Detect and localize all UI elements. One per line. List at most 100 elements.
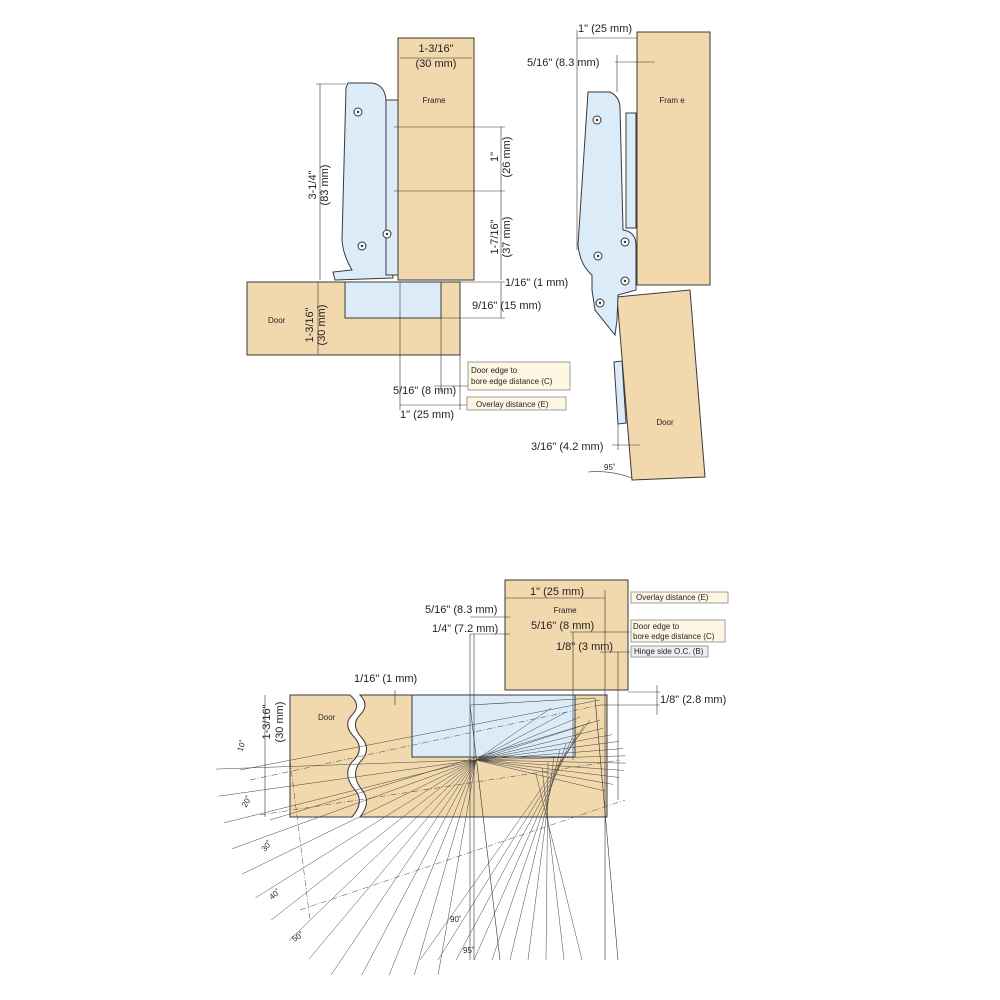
swing-path-line: [419, 719, 591, 961]
door-outline-open: [594, 697, 619, 961]
hole-spacing-mm: (26 mm): [501, 137, 513, 178]
diagram-top-right: 1" (25 mm) 5/16" (8.3 mm) Fram e Door 3/…: [527, 23, 711, 481]
frame-panel: [636, 31, 711, 286]
hinge-cup: [344, 281, 442, 319]
swing-path-line: [255, 759, 477, 898]
frame-label: Frame: [422, 96, 446, 105]
hinge-arm: [332, 82, 394, 281]
swing-path-line: [330, 759, 477, 976]
door-outline-10deg: [249, 704, 601, 781]
angle-label-10: 10˚: [235, 738, 248, 752]
frame-panel: [397, 37, 475, 281]
door-outline-20deg: [259, 759, 621, 816]
door-label: Door: [318, 713, 336, 722]
gap-dimension: 1/16" (1 mm): [354, 673, 417, 685]
overlay-dimension: 1" (25 mm): [530, 586, 584, 598]
frame-label: Frame: [553, 606, 577, 615]
swing-path-line: [473, 737, 573, 961]
screw-icon: [353, 107, 392, 251]
door-outline-open: [469, 704, 501, 961]
swing-path-line: [308, 759, 477, 960]
offset-dimension-2: 1/4" (7.2 mm): [432, 623, 498, 635]
offset-dimension: 5/16" (8.3 mm): [527, 57, 599, 69]
cup-depth-dimension: 9/16" (15 mm): [472, 300, 541, 312]
swing-path-line: [288, 759, 477, 941]
callout-c-box: [630, 619, 726, 643]
door-outline-30deg: [289, 759, 311, 921]
door-label: Door: [656, 418, 674, 427]
callout-c-line1: Door edge to: [471, 366, 518, 375]
frame-width-mm: (30 mm): [416, 58, 457, 70]
swing-path-line: [388, 759, 477, 976]
hinge-mounting-plate: [385, 99, 399, 276]
swing-path-line: [475, 759, 624, 771]
swing-path-line: [239, 699, 601, 771]
callout-b: Hinge side O.C. (B): [634, 647, 704, 656]
swing-path-line: [535, 773, 583, 961]
swing-path-line: [541, 767, 565, 961]
swing-path-line: [545, 761, 549, 961]
door-outline-30deg: [299, 799, 626, 911]
door-thickness-in: 1-3/16": [304, 307, 316, 342]
hole-offset-mm: (37 mm): [501, 217, 513, 258]
swing-path-line: [475, 741, 619, 761]
callout-e: Overlay distance (E): [476, 400, 549, 409]
angle-label-20: 20˚: [240, 794, 254, 809]
callout-e-box: [466, 396, 567, 411]
door-panel-left: [289, 694, 360, 818]
callout-e-box: [630, 591, 729, 604]
overlay-dimension: 1" (25 mm): [400, 409, 454, 421]
hinge-height-mm: (83 mm): [319, 165, 331, 206]
hinge-cup: [613, 360, 627, 425]
door-thickness-mm: (30 mm): [274, 702, 286, 743]
callout-c-line2: bore edge distance (C): [471, 377, 553, 386]
swing-path-line: [475, 755, 626, 761]
bore-distance-dimension: 5/16" (8 mm): [393, 385, 456, 397]
swing-path-line: [437, 759, 477, 976]
diagram-top-left: 1-3/16" (30 mm) Frame 3-1/4" (83 mm) 1" …: [246, 37, 571, 421]
swing-path-line: [231, 759, 477, 850]
swing-path-line: [527, 755, 555, 961]
swing-path-line: [269, 719, 601, 821]
door-offset-dimension: 3/16" (4.2 mm): [531, 441, 603, 453]
callout-e: Overlay distance (E): [636, 593, 709, 602]
angle-label-90: 90˚: [450, 915, 462, 924]
angle-label-95: 95˚: [463, 946, 475, 955]
hinge-oc-dimension: 1/8" (3 mm): [556, 641, 613, 653]
frame-panel: [504, 579, 629, 691]
door-thickness-mm: (30 mm): [316, 305, 328, 346]
frame-label: Fram e: [659, 96, 685, 105]
swing-path-line: [475, 759, 614, 785]
callout-b-box: [630, 645, 709, 658]
door-label: Door: [268, 316, 286, 325]
swing-path-line: [361, 759, 477, 976]
door-outline-open: [469, 697, 596, 706]
hinge-arm: [577, 91, 637, 337]
angle-label-50: 50˚: [291, 930, 306, 944]
swing-path-line: [218, 759, 477, 797]
offset-dimension-1: 5/16" (8.3 mm): [425, 604, 497, 616]
hole-offset-in: 1-7/16": [489, 219, 501, 254]
swing-path-line: [509, 749, 561, 961]
opening-angle: 95˚: [604, 463, 616, 472]
swing-path-line: [475, 727, 604, 761]
hole-spacing-in: 1": [489, 152, 501, 162]
swing-path-line: [414, 759, 477, 976]
swing-path-line: [475, 716, 581, 761]
swing-path-line: [270, 759, 477, 921]
swing-path-line: [475, 748, 624, 761]
swing-path-line: [242, 759, 477, 875]
swing-path-line: [475, 759, 605, 792]
swing-path-line: [491, 743, 567, 961]
hinge-mounting-plate: [625, 112, 637, 229]
diagram-bottom: 1" (25 mm) Frame 5/16" (8.3 mm) 1/4" (7.…: [216, 579, 729, 976]
swing-path-line: [475, 734, 612, 761]
screw-icon: [592, 115, 630, 308]
gap-dimension: 1/16" (1 mm): [505, 277, 568, 289]
door-panel-open-95: [616, 289, 706, 481]
hinge-height-in: 3-1/4": [307, 170, 319, 199]
bore-distance-dimension: 5/16" (8 mm): [531, 620, 594, 632]
overlay-dimension: 1" (25 mm): [578, 23, 632, 35]
swing-path-line: [437, 725, 585, 961]
